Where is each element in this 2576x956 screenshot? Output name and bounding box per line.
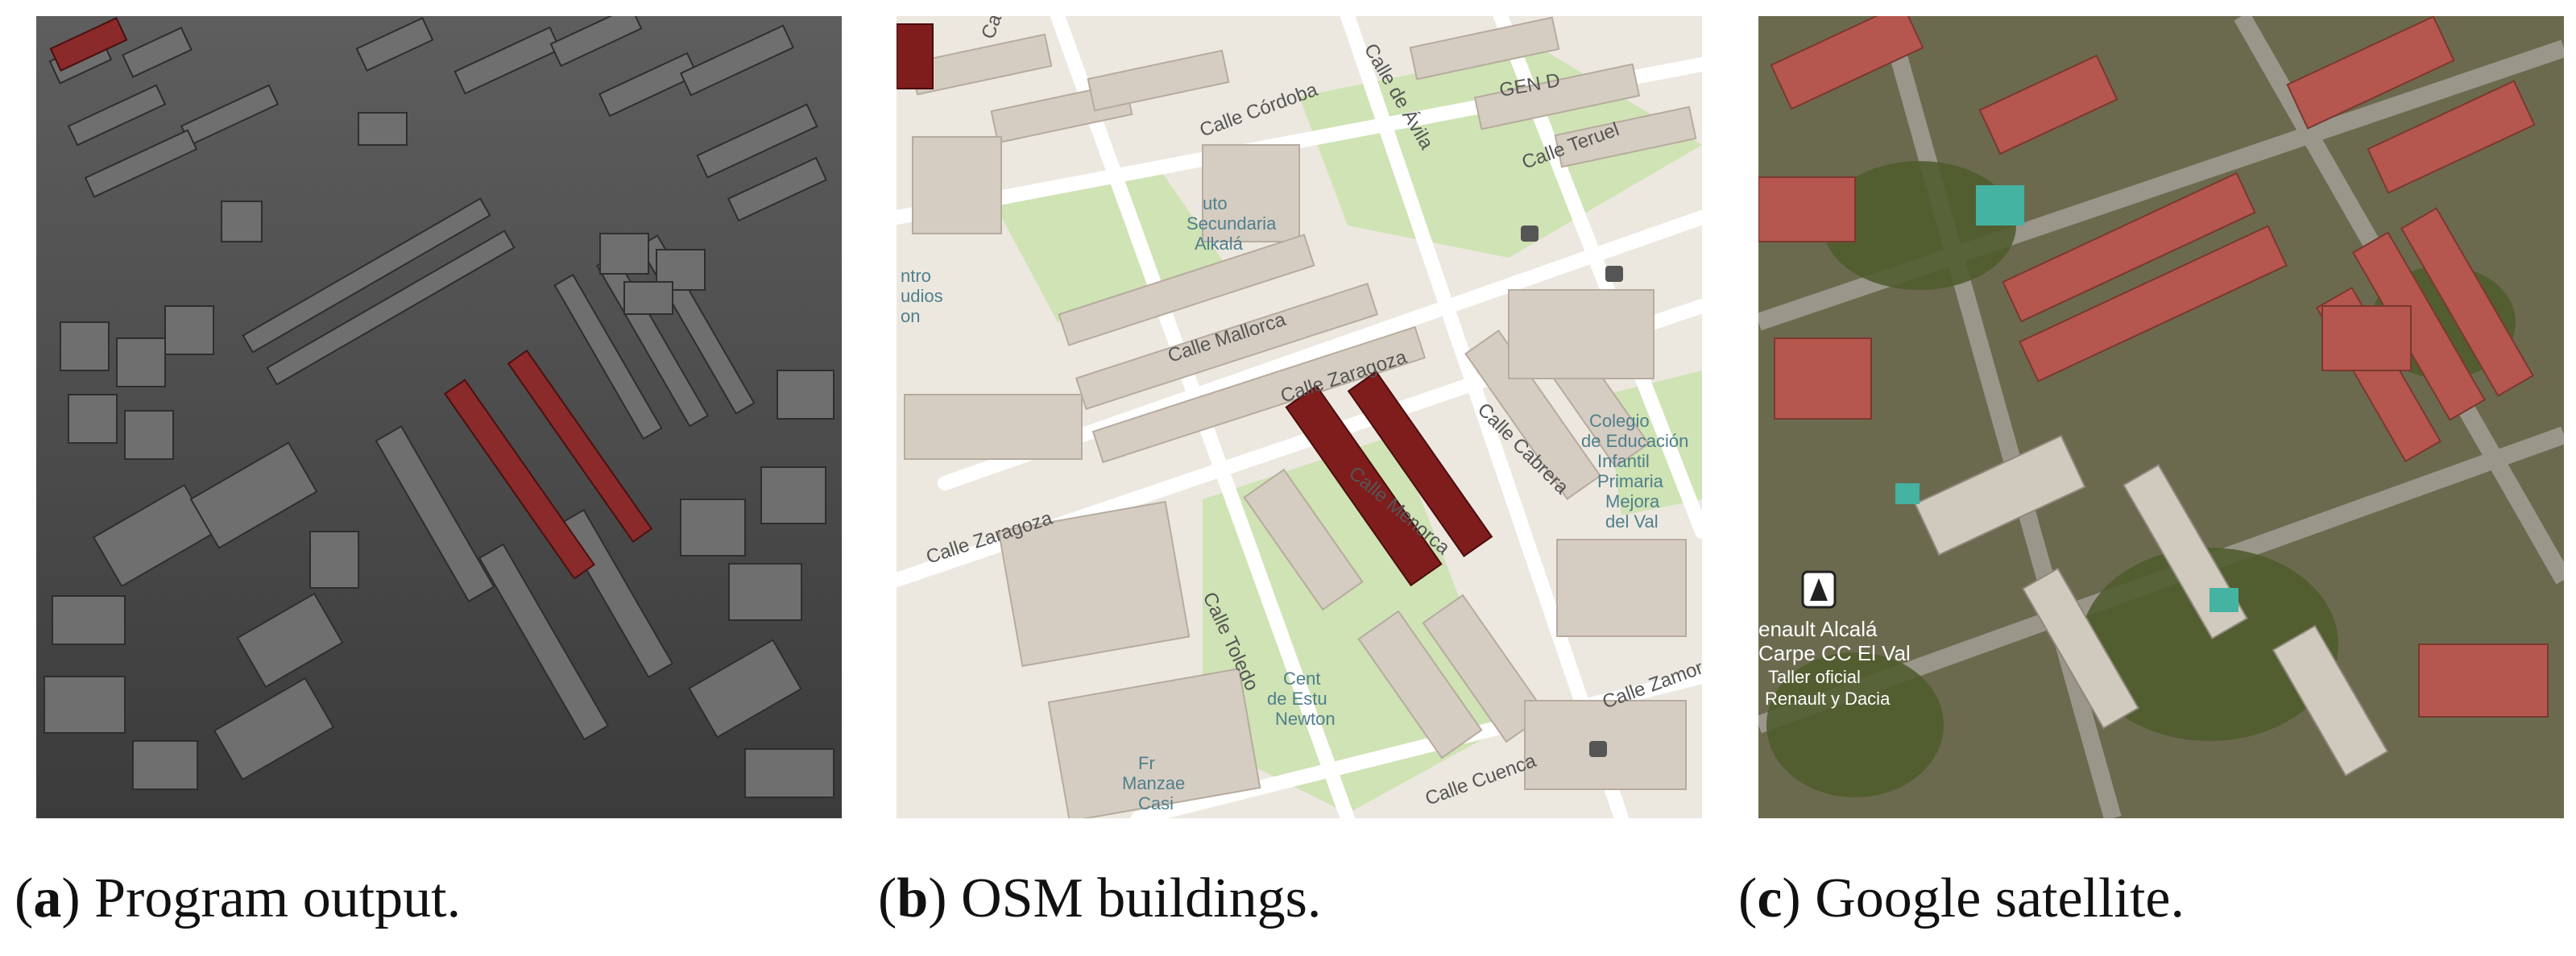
caption-c: (c) Google satellite. — [1738, 867, 2185, 929]
label-centro-left-2: udios — [901, 286, 943, 306]
label-satellite-poi-4: Renault y Dacia — [1765, 689, 1891, 709]
caption-c-letter: c — [1757, 867, 1783, 929]
caption-a: (a) Program output. — [14, 867, 462, 929]
label-centro-left-1: ntro — [901, 266, 931, 286]
bus-stop-icon — [1521, 226, 1623, 757]
label-colegio-5: Mejora — [1605, 491, 1660, 511]
caption-a-letter: a — [33, 867, 62, 929]
label-fragment-bottom-2: Manzae — [1122, 773, 1185, 793]
label-fragment-bottom-3: Casi — [1138, 793, 1174, 813]
label-instituto-3: Alkalá — [1195, 234, 1244, 254]
label-colegio-4: Primaria — [1597, 471, 1664, 491]
label-colegio-1: Colegio — [1589, 411, 1650, 431]
label-colegio-2: de Educación — [1581, 431, 1688, 451]
caption-c-text: Google satellite. — [1815, 867, 2185, 929]
label-instituto-2: Secundaria — [1187, 213, 1277, 234]
label-instituto-1: uto — [1203, 193, 1228, 213]
label-satellite-poi-3: Taller oficial — [1768, 667, 1861, 687]
google-satellite-panel: enault Alcalá Carpe CC El Val Taller ofi… — [1758, 16, 2564, 818]
label-newton-3: Newton — [1275, 709, 1336, 729]
caption-a-text: Program output. — [94, 867, 462, 929]
label-fragment-bottom-1: Fr — [1138, 753, 1155, 773]
label-colegio-3: Infantil — [1597, 451, 1650, 471]
osm-buildings-panel: Calle Córdoba Calle de Ávila Calle Terue… — [897, 16, 1702, 818]
label-satellite-poi-2: Carpe CC El Val — [1758, 641, 1911, 665]
caption-b-letter: b — [897, 867, 929, 929]
osm-map-render: Calle Córdoba Calle de Ávila Calle Terue… — [897, 16, 1702, 818]
caption-b: (b) OSM buildings. — [878, 867, 1322, 929]
caption-b-text: OSM buildings. — [961, 867, 1322, 929]
program-output-panel — [36, 16, 842, 818]
label-colegio-6: del Val — [1605, 511, 1659, 532]
label-satellite-poi-1: enault Alcalá — [1758, 617, 1878, 641]
label-centro-left-3: on — [901, 306, 920, 326]
satellite-image-render: enault Alcalá Carpe CC El Val Taller ofi… — [1758, 16, 2564, 818]
label-newton-1: Cent — [1283, 668, 1320, 689]
label-newton-2: de Estu — [1267, 689, 1327, 709]
program-output-render — [36, 16, 842, 818]
poi-marker-icon — [1801, 570, 1837, 609]
